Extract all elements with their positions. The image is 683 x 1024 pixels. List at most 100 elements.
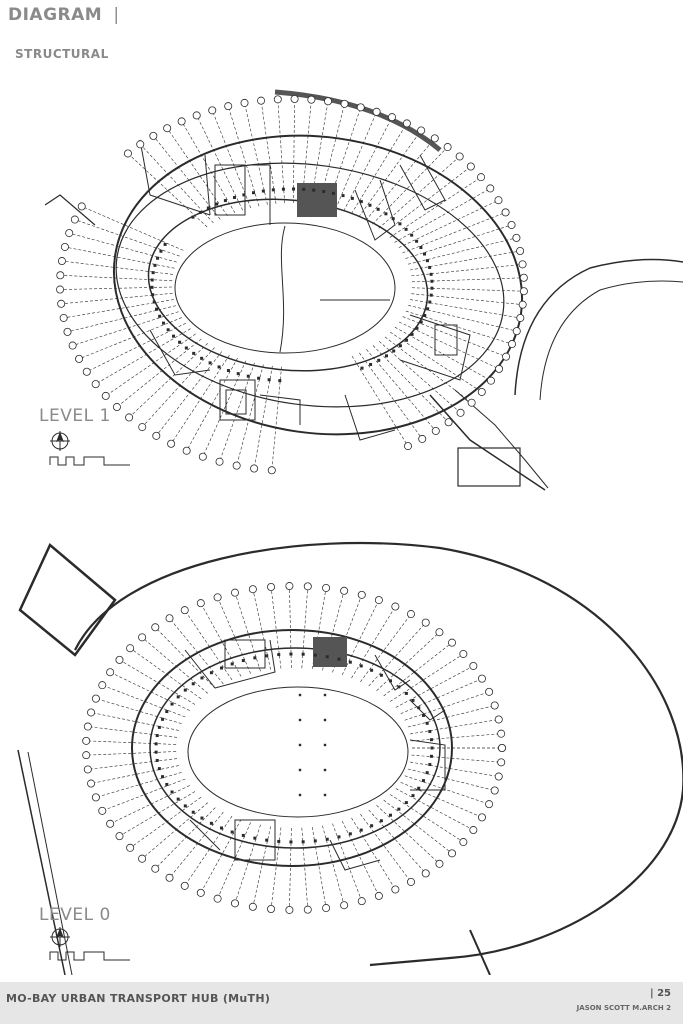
column xyxy=(430,286,434,290)
column xyxy=(241,659,245,663)
grid-line xyxy=(351,606,396,679)
column xyxy=(430,279,434,283)
grid-line xyxy=(166,128,228,217)
grid-bubble xyxy=(459,838,468,847)
grid-bubble xyxy=(215,457,224,466)
grid-line xyxy=(332,823,363,902)
grid-bubble xyxy=(138,854,147,863)
grid-line xyxy=(234,592,261,672)
level-1-middle-ring xyxy=(115,162,505,408)
grid-bubble xyxy=(497,758,506,767)
grid-bubble xyxy=(466,162,475,171)
grid-line xyxy=(211,110,252,209)
column xyxy=(429,738,433,742)
grid-line xyxy=(196,115,243,211)
column xyxy=(278,379,282,383)
column xyxy=(161,775,165,779)
grid-bubble xyxy=(391,885,400,894)
grid-bubble xyxy=(485,687,494,696)
grid-line xyxy=(95,328,191,385)
column xyxy=(152,300,156,304)
grid-bubble xyxy=(431,426,440,435)
grid-line xyxy=(411,277,524,283)
column xyxy=(379,819,383,823)
grid-bubble xyxy=(125,413,134,422)
grid-line xyxy=(74,219,180,257)
level-0-stair-core xyxy=(313,637,347,667)
grid-bubble xyxy=(518,300,527,309)
column xyxy=(384,212,388,216)
grid-bubble xyxy=(180,881,189,890)
grid-bubble xyxy=(91,793,100,802)
grid-bubble xyxy=(198,452,207,461)
column xyxy=(208,361,212,365)
level-1-ramp xyxy=(429,394,546,491)
column xyxy=(155,734,159,738)
grid-line xyxy=(398,321,500,370)
column xyxy=(417,706,421,710)
column xyxy=(183,804,187,808)
column xyxy=(267,378,271,382)
grid-bubble xyxy=(257,96,266,105)
level-1-bridge-outer xyxy=(514,258,683,396)
grid-bubble xyxy=(374,891,383,900)
grid-line xyxy=(402,212,506,254)
column xyxy=(209,821,213,825)
level-0-inner-ring xyxy=(149,647,441,849)
grid-line xyxy=(376,804,440,865)
grid-bubble xyxy=(516,247,525,256)
column xyxy=(312,188,316,192)
grid-line xyxy=(383,642,453,697)
column xyxy=(157,767,161,771)
column xyxy=(170,790,174,794)
grid-bubble xyxy=(477,173,486,182)
grid-bubble xyxy=(372,107,381,116)
column xyxy=(265,838,269,842)
column xyxy=(289,840,293,844)
column xyxy=(323,743,327,747)
grid-line xyxy=(343,117,393,212)
column xyxy=(220,666,224,670)
column xyxy=(421,713,425,717)
grid-line xyxy=(335,111,377,209)
grid-line xyxy=(351,123,408,214)
grid-bubble xyxy=(182,446,191,455)
column xyxy=(154,750,158,754)
grid-line xyxy=(410,761,499,777)
grid-bubble xyxy=(490,701,499,710)
grid-line xyxy=(202,360,247,457)
grid-line xyxy=(102,778,186,812)
grid-bubble xyxy=(91,380,100,389)
grid-line xyxy=(322,825,345,906)
grid-bubble xyxy=(138,633,147,642)
column xyxy=(376,207,380,211)
column xyxy=(281,187,285,191)
grid-bubble xyxy=(403,442,412,451)
grid-bubble xyxy=(448,849,457,858)
grid-bubble xyxy=(443,143,452,152)
grid-line xyxy=(129,647,202,699)
level-1-roof-arc xyxy=(274,89,442,152)
grid-bubble xyxy=(196,888,205,897)
grid-bubble xyxy=(87,779,96,788)
grid-bubble xyxy=(501,208,510,217)
grid-line xyxy=(277,99,285,204)
column xyxy=(410,233,414,237)
column xyxy=(415,326,419,330)
grid-bubble xyxy=(165,614,174,623)
grid-line xyxy=(410,719,499,735)
grid-bubble xyxy=(65,229,74,238)
grid-line xyxy=(184,609,233,681)
column xyxy=(359,828,363,832)
grid-line xyxy=(253,365,273,469)
level-0-room-partitions xyxy=(184,639,446,871)
grid-bubble xyxy=(75,354,84,363)
grid-bubble xyxy=(115,832,124,841)
grid-bubble xyxy=(60,242,69,251)
grid-bubble xyxy=(248,585,257,594)
grid-bubble xyxy=(357,590,366,599)
column xyxy=(325,655,329,659)
grid-bubble xyxy=(152,431,161,440)
column xyxy=(298,718,302,722)
column xyxy=(323,768,327,772)
